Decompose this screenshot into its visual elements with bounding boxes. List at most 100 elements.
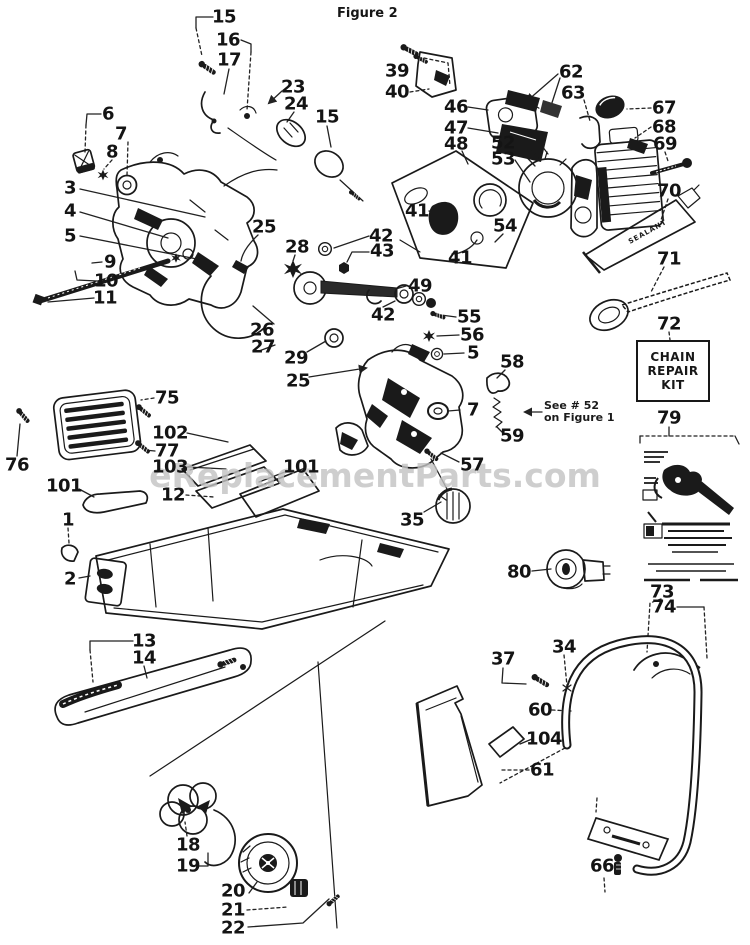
callout-4: 4	[63, 200, 77, 222]
kit-line-2: REPAIR	[647, 364, 699, 378]
callout-15: 15	[314, 106, 340, 128]
callout-28: 28	[284, 236, 310, 258]
callout-22: 22	[220, 917, 246, 939]
sealant-text: SEALANT	[627, 218, 668, 246]
callout-62: 62	[558, 61, 584, 83]
callout-54: 54	[492, 215, 518, 237]
callout-53: 53	[490, 148, 516, 170]
callout-75: 75	[154, 387, 180, 409]
callout-41: 41	[404, 200, 430, 222]
callout-42: 42	[368, 225, 394, 247]
part-crankcase	[112, 152, 278, 309]
watermark: eReplacementParts.com	[149, 456, 601, 495]
part-hand-guard	[415, 685, 525, 807]
chain-repair-kit-box: CHAIN REPAIR KIT	[636, 340, 710, 402]
callout-40: 40	[384, 81, 410, 103]
callout-12: 12	[160, 484, 186, 506]
callout-60: 60	[527, 699, 553, 721]
callout-74: 74	[651, 596, 677, 618]
callout-104: 104	[525, 728, 563, 750]
part-fan-clutch-cluster	[159, 782, 342, 908]
callout-39: 39	[384, 60, 410, 82]
callout-7: 7	[466, 399, 480, 421]
part-connecting-rod	[293, 271, 436, 348]
callout-3: 3	[63, 177, 77, 199]
callout-29: 29	[283, 347, 309, 369]
callout-77: 77	[154, 440, 180, 462]
callout-14: 14	[131, 647, 157, 669]
kit-line-1: CHAIN	[650, 350, 696, 364]
part-top-left-screws	[196, 59, 277, 161]
part-flywheel-plate	[391, 150, 534, 269]
callout-79: 79	[656, 407, 682, 429]
part-long-bolt	[32, 248, 194, 306]
note-line-2: on Figure 1	[544, 411, 615, 424]
callout-55: 55	[456, 306, 482, 328]
callout-7: 7	[114, 123, 128, 145]
callout-101: 101	[282, 456, 320, 478]
callout-34: 34	[551, 636, 577, 658]
callout-1: 1	[61, 509, 75, 531]
callout-66: 66	[589, 855, 615, 877]
part-fuel-cap-washers	[72, 148, 138, 196]
part-filter-sheets	[82, 444, 320, 518]
part-carburetor	[485, 90, 601, 162]
callout-15: 15	[211, 6, 237, 28]
part-oil-cap	[435, 487, 471, 524]
callout-67: 67	[651, 97, 677, 119]
callout-43: 43	[369, 240, 395, 262]
callout-76: 76	[4, 454, 30, 476]
callout-20: 20	[220, 880, 246, 902]
callout-72: 72	[656, 313, 682, 335]
part-oil-pump-ovals	[276, 118, 364, 202]
callout-17: 17	[216, 49, 242, 71]
callout-19: 19	[175, 855, 201, 877]
callout-42: 42	[370, 304, 396, 326]
part-wrench	[589, 272, 732, 332]
callout-23: 23	[280, 76, 306, 98]
callout-47: 47	[443, 117, 469, 139]
callout-37: 37	[490, 648, 516, 670]
figure-title: Figure 2	[337, 6, 398, 21]
callout-80: 80	[506, 561, 532, 583]
callout-46: 46	[443, 96, 469, 118]
callout-56: 56	[459, 324, 485, 346]
callout-70: 70	[656, 180, 682, 202]
see-figure-note: See # 52 on Figure 1	[544, 400, 615, 424]
callout-13: 13	[131, 630, 157, 652]
callout-2: 2	[63, 568, 77, 590]
part-top-bracket-screws	[398, 42, 457, 98]
callout-5: 5	[63, 225, 77, 247]
callout-59: 59	[499, 425, 525, 447]
callout-102: 102	[151, 422, 189, 444]
part-instruction-sheet	[642, 451, 738, 582]
part-guide-bar	[54, 647, 252, 726]
callout-25: 25	[251, 216, 277, 238]
callout-52: 52	[490, 132, 516, 154]
callout-24: 24	[283, 93, 309, 115]
part-cylinder	[570, 95, 692, 238]
callout-18: 18	[175, 834, 201, 856]
callout-63: 63	[560, 82, 586, 104]
part-starter-grille	[14, 389, 153, 461]
callout-103: 103	[151, 456, 189, 478]
callout-10: 10	[93, 270, 119, 292]
callout-25: 25	[285, 370, 311, 392]
callout-73: 73	[649, 581, 675, 603]
callout-8: 8	[105, 141, 119, 163]
callout-57: 57	[459, 454, 485, 476]
callout-9: 9	[103, 251, 117, 273]
callout-71: 71	[656, 248, 682, 270]
part-starter-pulley	[546, 549, 611, 590]
callout-58: 58	[499, 351, 525, 373]
callout-6: 6	[101, 103, 115, 125]
callout-69: 69	[652, 133, 678, 155]
callout-26: 26	[249, 319, 275, 341]
note-line-1: See # 52	[544, 399, 600, 412]
callout-5: 5	[466, 342, 480, 364]
callout-11: 11	[92, 287, 118, 309]
callout-48: 48	[443, 133, 469, 155]
part-handle-bar	[529, 635, 703, 876]
